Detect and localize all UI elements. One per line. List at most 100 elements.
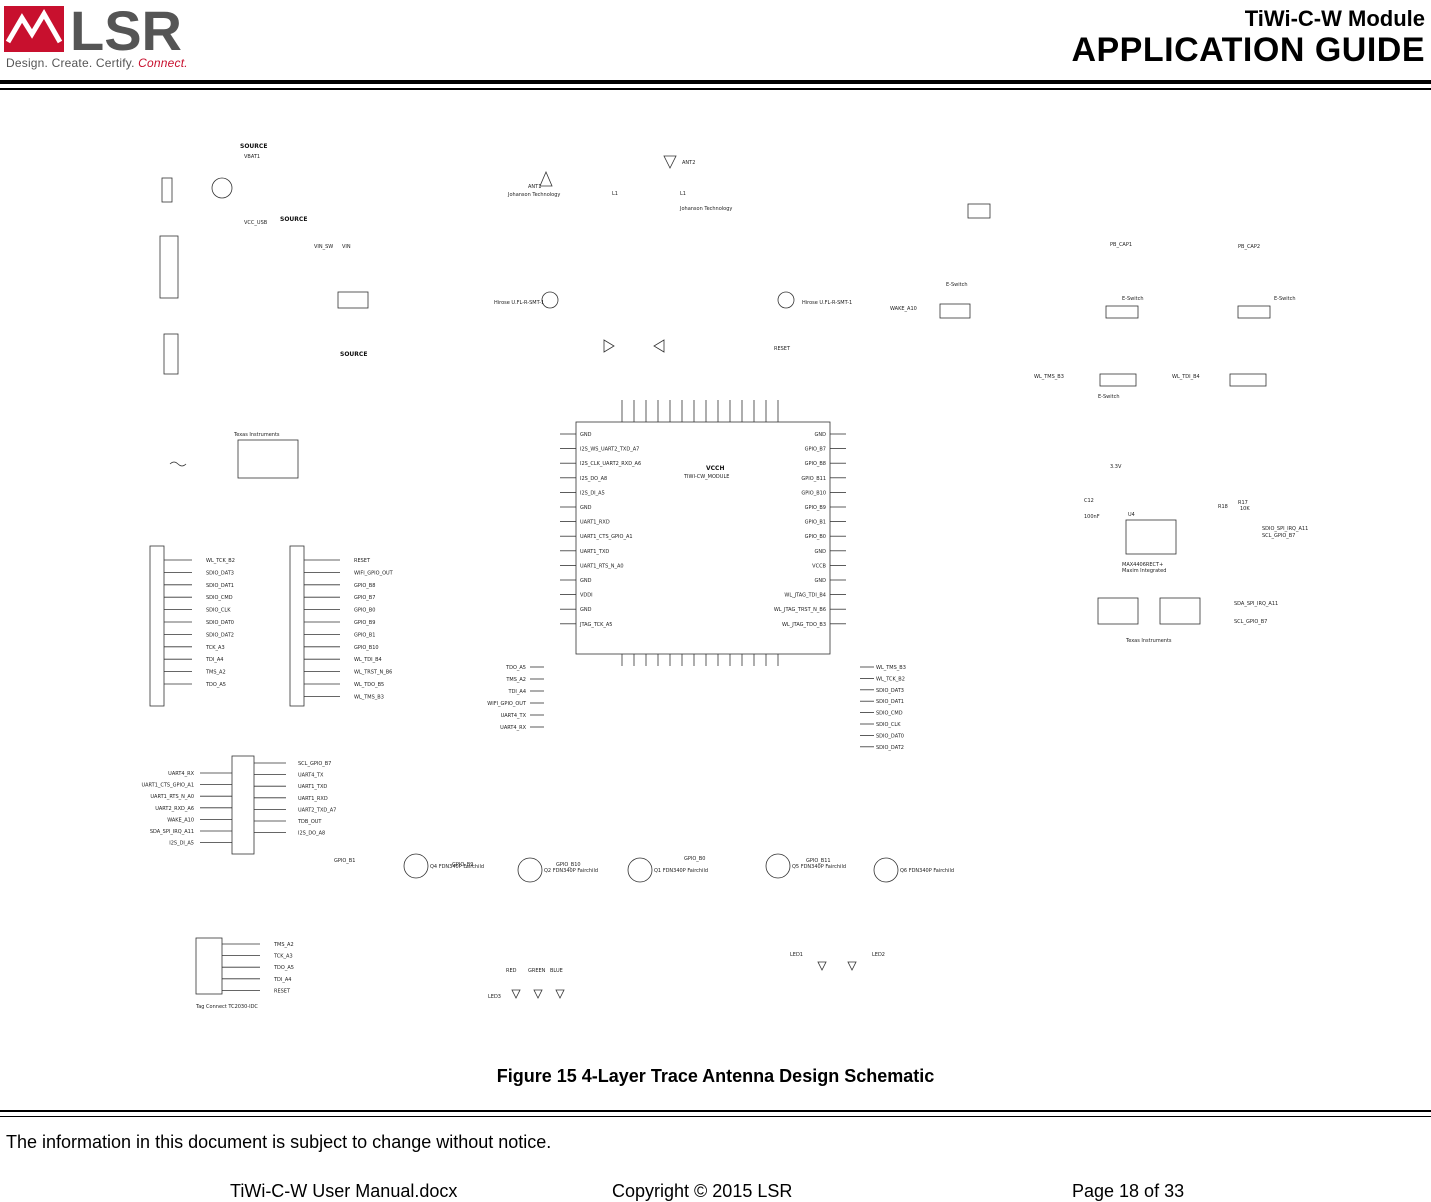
net-label: SDIO_DAT2 <box>876 745 904 751</box>
net-label: SDIO_DAT0 <box>876 733 904 739</box>
net-label: RESET <box>354 558 371 564</box>
eswitch-label-3: E-Switch <box>1274 296 1296 302</box>
net-label: WL_JTAG_TRST_N_B6 <box>774 607 826 613</box>
led1-label: LED1 <box>790 952 803 958</box>
l1-alt-label: L1 <box>680 191 686 197</box>
pb-cap2-label: PB_CAP2 <box>1238 244 1260 250</box>
source-label-2: SOURCE <box>280 216 307 223</box>
net-label: GPIO_B1 <box>805 520 826 526</box>
red-label: RED <box>506 968 517 974</box>
led3-blue-icon <box>555 989 565 999</box>
eswitch-label-2: E-Switch <box>1122 296 1144 302</box>
c12-value: 100nF <box>1084 514 1100 520</box>
net-label: GPIO_B7 <box>805 447 826 453</box>
q5-mosfet <box>765 853 791 879</box>
net-label: GND <box>580 578 592 584</box>
net-label: SDIO_CLK <box>876 722 901 728</box>
net-label: WL_JTAG_TDO_B3 <box>782 622 826 628</box>
net-label: SDIO_DAT3 <box>876 688 904 694</box>
vbat-label: VBAT1 <box>244 154 260 160</box>
q2-mosfet <box>517 857 543 883</box>
net-label: GPIO_B8 <box>354 583 375 589</box>
net-label: I2S_DO_A8 <box>298 831 325 837</box>
net-label: GND <box>815 432 827 438</box>
q1-label: Q1 FDN340P Fairchild <box>654 868 708 874</box>
q4-mosfet <box>403 853 429 879</box>
gpio-b0-label: GPIO_B0 <box>684 856 705 862</box>
d2-diode-icon <box>653 339 665 353</box>
header-j5: RESETWIFI_GPIO_OUTGPIO_B8GPIO_B7GPIO_B0G… <box>289 545 394 707</box>
net-label: GPIO_B10 <box>801 490 826 496</box>
net-label: SDIO_DAT0 <box>206 620 234 626</box>
net-label: SDIO_CLK <box>206 608 231 614</box>
gpio-b10-label: GPIO_B10 <box>556 862 581 868</box>
net-label: SDIO_DAT3 <box>206 570 234 576</box>
j5-body <box>289 545 305 707</box>
j9-body <box>195 937 223 995</box>
net-label: TDB_OUT <box>297 819 322 825</box>
green-label: GREEN <box>528 968 546 974</box>
module-bottom-pins <box>621 654 779 666</box>
net-label: GND <box>580 432 592 438</box>
j11-connector <box>161 177 173 203</box>
net-label: SDIO_CMD <box>206 595 233 601</box>
v33-u4-label: 3.3V <box>1110 464 1122 470</box>
net-label: WL_TDO_B5 <box>354 682 384 688</box>
figure-caption: Figure 15 4-Layer Trace Antenna Design S… <box>496 1066 935 1086</box>
net-label: UART1_TXD <box>298 784 327 790</box>
q2-label: Q2 FDN340P Fairchild <box>544 868 598 874</box>
net-label: VCCB <box>812 563 826 569</box>
net-label: GPIO_B0 <box>354 608 375 614</box>
blue-label: BLUE <box>550 968 563 974</box>
module-title: TiWi-C-W Module <box>1244 6 1425 31</box>
net-label: I2S_DO_A8 <box>580 476 607 482</box>
source-label-3: SOURCE <box>340 351 367 358</box>
net-label: TDI_A4 <box>205 657 223 663</box>
net-label: TMS_A2 <box>205 670 226 676</box>
net-label: GND <box>580 505 592 511</box>
q-power-transistor <box>211 177 233 199</box>
header-rule-thin <box>0 88 1431 90</box>
tagline-text: Design. Create. Certify. <box>6 56 135 70</box>
net-label: GND <box>580 607 592 613</box>
lsr-logo-mark: LSR <box>4 4 182 56</box>
q4-label: Q4 FDN340P Fairchild <box>430 864 484 870</box>
maxim-label: Maxim Integrated <box>1122 568 1166 574</box>
net-label: GPIO_B7 <box>354 595 375 601</box>
ufl-connector-2 <box>777 291 795 309</box>
r18-label: R18 <box>1218 504 1228 510</box>
wake-label: WAKE_A10 <box>890 306 917 312</box>
module-name: TIWI-CW_MODULE <box>683 474 729 480</box>
net-label: UART1_RTS_N_A0 <box>580 563 624 569</box>
u2-regulator <box>237 439 299 479</box>
net-label: WL_JTAG_TDI_B4 <box>784 593 826 599</box>
gpio-b1-label: GPIO_B1 <box>334 858 355 864</box>
net-label: WL_TRST_N_B6 <box>354 670 392 676</box>
net-label: TDO_A5 <box>205 682 226 688</box>
johanson-label: Johanson Technology <box>507 192 560 198</box>
eswitch-label-4: E-Switch <box>1098 394 1120 400</box>
led3-label: LED3 <box>488 994 501 1000</box>
ant1-icon <box>539 170 553 187</box>
eswitch-label-1: E-Switch <box>946 282 968 288</box>
net-label: I2S_CLK_UART2_RXD_A6 <box>580 461 641 467</box>
net-label: I2S_WS_UART2_TXD_A7 <box>580 447 639 453</box>
header-j6: WL_TCK_B2SDIO_DAT3SDIO_DAT1SDIO_CMDSDIO_… <box>149 545 235 707</box>
u1-level-shifter-right <box>1159 597 1201 625</box>
logo-text: LSR <box>70 4 182 56</box>
tag-part-label: Tag Connect TC2030-IDC <box>195 1004 258 1010</box>
net-label: SDA_SPI_IRQ_A11 <box>150 829 194 835</box>
vcc-usb-label: VCC_USB <box>244 220 268 226</box>
net-label: GND <box>815 578 827 584</box>
q6-label: Q6 FDN340P Fairchild <box>900 868 954 874</box>
net-label: WL_TCK_B2 <box>876 676 905 682</box>
c12-label: C12 <box>1084 498 1094 504</box>
l5-inductor <box>169 461 187 467</box>
net-label: TDI_A4 <box>273 977 291 983</box>
net-label: GPIO_B9 <box>805 505 826 511</box>
ufl-connector-1 <box>541 291 559 309</box>
footer-rule-thin <box>0 1116 1431 1117</box>
net-label: UART1_CTS_GPIO_A1 <box>141 783 194 789</box>
j2-body <box>231 755 255 855</box>
